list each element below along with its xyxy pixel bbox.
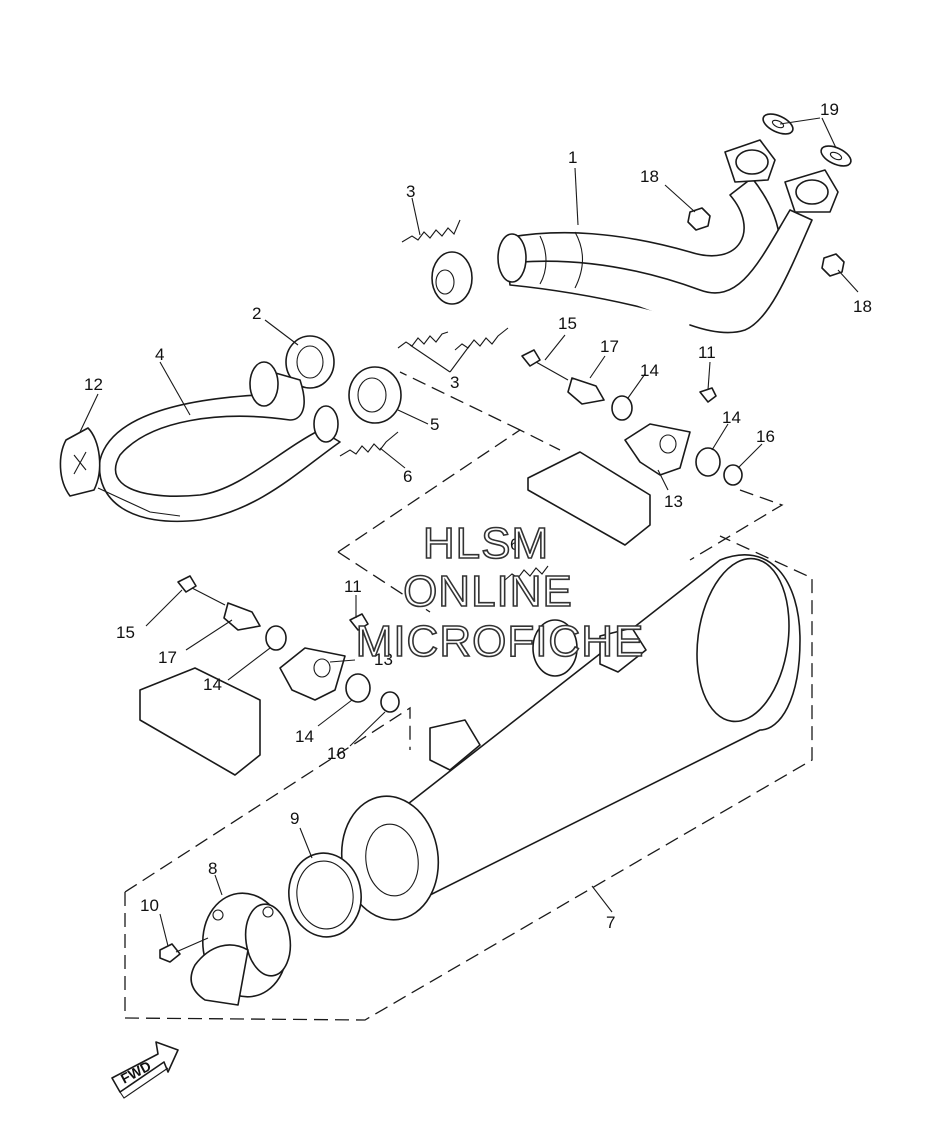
watermark-line-1: HLSM (423, 519, 549, 568)
callout-14-lower-left: 14 (203, 675, 222, 694)
watermark-line-3: MICROFICHE (356, 617, 645, 666)
callout-17-upper: 17 (600, 337, 619, 356)
header-inlet-joint (431, 251, 473, 305)
callout-16-lower: 16 (327, 744, 346, 763)
callout-18-right: 18 (853, 297, 872, 316)
exhaust-springs (339, 219, 549, 581)
upper-mount-bracket (527, 423, 691, 546)
muffler-end-cap (190, 892, 292, 1006)
joint-gasket (285, 335, 335, 389)
callout-7: 7 (606, 913, 615, 932)
callout-5: 5 (430, 415, 439, 434)
callout-14-upper-right: 14 (722, 408, 741, 427)
callout-4: 4 (155, 345, 164, 364)
exhaust-header-pipe (497, 139, 839, 334)
leader-lines (79, 117, 859, 947)
callout-19: 19 (820, 100, 839, 119)
fwd-label: FWD (118, 1058, 154, 1087)
callout-11-upper: 11 (698, 343, 716, 362)
mounting-hardware (177, 349, 743, 713)
muffler-assembly-outline (124, 371, 813, 1021)
callout-9: 9 (290, 809, 299, 828)
callout-14-lower-right: 14 (295, 727, 314, 746)
callout-15-lower: 15 (116, 623, 135, 642)
callout-14-upper-left: 14 (640, 361, 659, 380)
callout-1: 1 (568, 148, 577, 167)
callout-10: 10 (140, 896, 159, 915)
rubber-damper (59, 427, 101, 497)
watermark-line-2: ONLINE (403, 567, 573, 616)
callout-13-upper: 13 (664, 492, 683, 511)
callout-numbers: 1 19 18 18 3 2 3 4 5 6 12 15 17 14 11 14… (84, 100, 872, 932)
callout-16-upper: 16 (756, 427, 775, 446)
callout-17-lower: 17 (158, 648, 177, 667)
muffler-end-gasket (288, 852, 362, 938)
callout-6-lower: 6 (510, 535, 519, 554)
exhaust-gasket-pair (762, 113, 852, 167)
callout-6-upper: 6 (403, 467, 412, 486)
callout-2: 2 (252, 304, 261, 323)
muffler-body (340, 554, 801, 921)
joint-ring (348, 366, 402, 424)
end-cap-bolt (159, 937, 209, 963)
callout-18-top: 18 (640, 167, 659, 186)
callout-13-lower: 13 (374, 650, 393, 669)
callout-11-lower: 11 (344, 577, 362, 596)
callout-15-upper: 15 (558, 314, 577, 333)
lower-mount-bracket (139, 647, 346, 776)
watermark: HLSM ONLINE MICROFICHE (355, 518, 645, 667)
callout-3-mid: 3 (450, 373, 459, 392)
callout-8: 8 (208, 859, 217, 878)
forward-direction-arrow: FWD (111, 1041, 179, 1099)
callout-12: 12 (84, 375, 103, 394)
callout-3-top: 3 (406, 182, 415, 201)
